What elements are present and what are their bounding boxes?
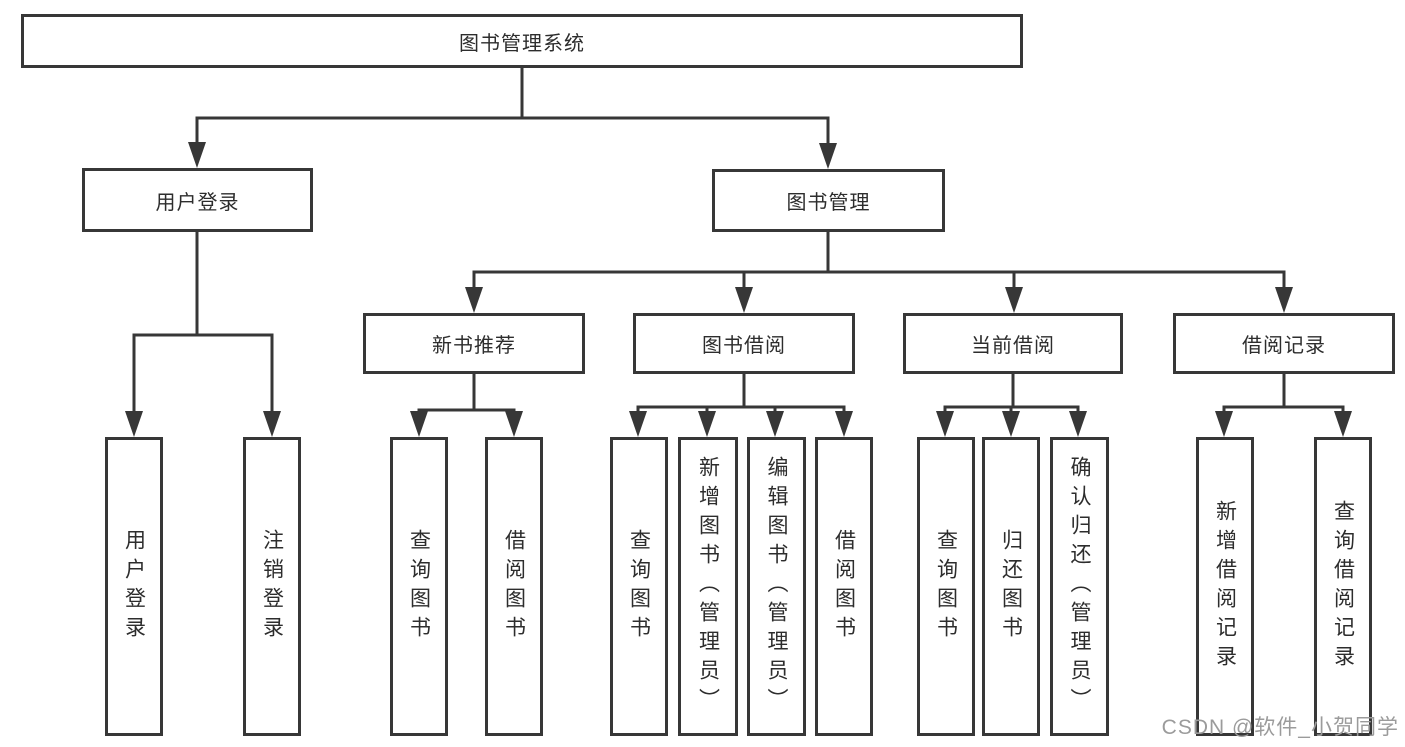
leaf-query-borrow-record: 查询借阅记录 — [1314, 437, 1372, 736]
leaf-query-books-3-label: 查询图书 — [934, 528, 958, 645]
connector-root-to-level2 — [188, 66, 837, 169]
leaf-query-books-1: 查询图书 — [390, 437, 448, 736]
leaf-query-books-1-label: 查询图书 — [407, 528, 431, 645]
connector-book-borrow-children — [629, 372, 853, 437]
connector-new-book-children — [410, 373, 523, 437]
leaf-logout-label: 注销登录 — [260, 528, 284, 645]
leaf-query-books-2-label: 查询图书 — [627, 528, 651, 645]
leaf-borrow-books-1: 借阅图书 — [485, 437, 543, 736]
node-book-management-label: 图书管理 — [786, 192, 871, 214]
connector-book-management-sections — [465, 230, 1293, 313]
node-new-book-recommend-label: 新书推荐 — [432, 335, 516, 357]
leaf-query-books-2: 查询图书 — [610, 437, 668, 736]
leaf-edit-books-admin-label: 编辑图书（管理员） — [765, 456, 788, 717]
node-new-book-recommend: 新书推荐 — [363, 313, 585, 374]
leaf-user-login: 用户登录 — [105, 437, 163, 736]
leaf-confirm-return-admin: 确认归还（管理员） — [1050, 437, 1109, 736]
node-book-management: 图书管理 — [712, 169, 945, 232]
leaf-query-borrow-record-label: 查询借阅记录 — [1331, 499, 1355, 674]
node-borrow-record-label: 借阅记录 — [1242, 335, 1326, 357]
leaf-borrow-books-1-label: 借阅图书 — [502, 528, 526, 645]
connector-user-login-children — [125, 230, 281, 437]
node-borrow-record: 借阅记录 — [1173, 313, 1395, 374]
leaf-user-login-label: 用户登录 — [122, 528, 146, 645]
connector-current-borrow-children — [936, 372, 1087, 437]
node-current-borrow-label: 当前借阅 — [971, 335, 1055, 357]
leaf-return-books-label: 归还图书 — [999, 528, 1023, 645]
node-user-login-label: 用户登录 — [155, 191, 240, 214]
node-system-root-label: 图书管理系统 — [459, 32, 585, 55]
node-user-login: 用户登录 — [82, 168, 313, 232]
node-book-borrow: 图书借阅 — [633, 313, 855, 374]
leaf-add-books-admin: 新增图书（管理员） — [678, 437, 738, 736]
leaf-edit-books-admin: 编辑图书（管理员） — [747, 437, 806, 736]
leaf-query-books-3: 查询图书 — [917, 437, 975, 736]
node-system-root: 图书管理系统 — [21, 14, 1023, 68]
leaf-borrow-books-2-label: 借阅图书 — [832, 528, 856, 645]
leaf-add-borrow-record: 新增借阅记录 — [1196, 437, 1254, 736]
leaf-add-borrow-record-label: 新增借阅记录 — [1213, 499, 1237, 674]
leaf-borrow-books-2: 借阅图书 — [815, 437, 873, 736]
leaf-logout: 注销登录 — [243, 437, 301, 736]
csdn-watermark: CSDN @软件_小贺同学 — [1161, 716, 1399, 739]
leaf-add-books-admin-label: 新增图书（管理员） — [696, 456, 720, 717]
leaf-confirm-return-admin-label: 确认归还（管理员） — [1068, 456, 1091, 717]
connector-borrow-record-children — [1215, 372, 1352, 437]
node-book-borrow-label: 图书借阅 — [702, 335, 786, 357]
node-current-borrow: 当前借阅 — [903, 313, 1123, 374]
leaf-return-books: 归还图书 — [982, 437, 1040, 736]
